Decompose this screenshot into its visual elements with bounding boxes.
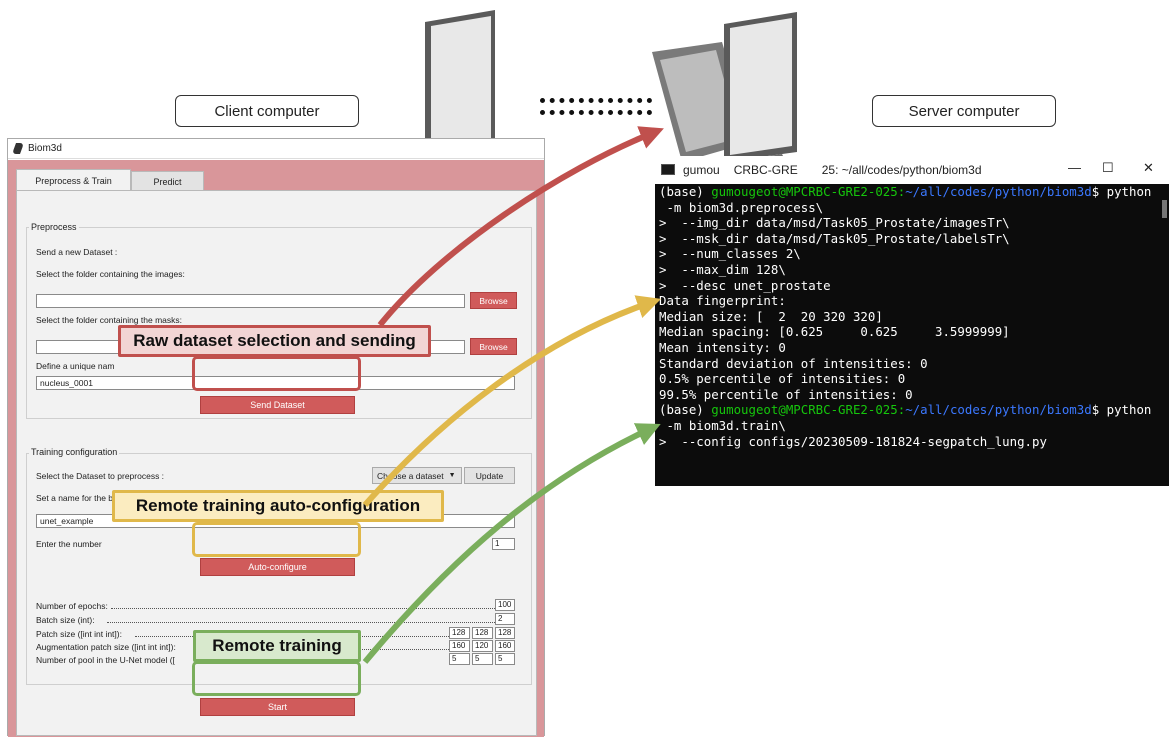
epochs-label: Number of epochs: <box>36 601 108 611</box>
patch-size-z[interactable]: 128 <box>495 627 515 639</box>
auto-configure-frame <box>192 522 361 557</box>
terminal-title-mid: CRBC-GRE <box>733 163 798 177</box>
number-input[interactable]: 1 <box>492 538 515 550</box>
prompt-1: (base) gumougeot@MPCRBC-GRE2-025:~/all/c… <box>659 184 1151 199</box>
client-computer-label: Client computer <box>175 95 359 127</box>
pool-z[interactable]: 5 <box>495 653 515 665</box>
tab-preprocess-train[interactable]: Preprocess & Train <box>16 169 131 191</box>
prompt-1-env: (base) <box>659 184 712 199</box>
network-connection-line-2 <box>540 110 652 115</box>
prompt-2-cmd: $ python <box>1091 402 1152 418</box>
terminal-window: gumou CRBC-GRE 25: ~/all/codes/python/bi… <box>655 156 1169 486</box>
terminal-line: > --config configs/20230509-181824-segpa… <box>659 433 1047 449</box>
terminal-title-left: gumou <box>683 163 720 177</box>
send-dataset-frame <box>192 356 361 391</box>
terminal-line: Median spacing: [0.625 0.625 3.5999999] <box>659 324 1010 340</box>
prompt-1-cmd: $ python <box>1091 184 1152 199</box>
browse-images-button[interactable]: Browse <box>470 292 517 309</box>
epochs-input[interactable]: 100 <box>495 599 515 611</box>
batch-size-leader <box>107 622 495 623</box>
update-button[interactable]: Update <box>464 467 515 484</box>
prompt-1-host: MPCRBC-GRE2-025: <box>785 184 906 199</box>
tab-predict[interactable]: Predict <box>131 171 204 191</box>
terminal-line: > --desc unet_prostate <box>659 277 831 293</box>
terminal-icon <box>661 164 675 175</box>
pool-x[interactable]: 5 <box>449 653 470 665</box>
start-button[interactable]: Start <box>200 698 355 716</box>
terminal-line: Standard deviation of intensities: 0 <box>659 355 928 371</box>
auto-configure-button[interactable]: Auto-configure <box>200 558 355 576</box>
minimize-icon[interactable]: — <box>1068 160 1081 175</box>
terminal-line: > --num_classes 2\ <box>659 246 801 262</box>
pool-y[interactable]: 5 <box>472 653 493 665</box>
window-title: Biom3d <box>28 143 62 154</box>
feather-icon <box>11 143 25 154</box>
terminal-line: -m biom3d.preprocess\ <box>659 199 824 215</box>
aug-patch-label: Augmentation patch size ([int int int]): <box>36 642 176 652</box>
terminal-line: Mean intensity: 0 <box>659 339 786 355</box>
prompt-2-user: gumougeot@ <box>711 402 786 418</box>
terminal-line: > --max_dim 128\ <box>659 261 786 277</box>
preprocess-group-title: Preprocess <box>29 222 79 232</box>
terminal-scrollbar[interactable] <box>1162 200 1167 218</box>
network-connection-line <box>540 98 652 103</box>
chevron-down-icon: ▼ <box>448 472 456 479</box>
terminal-line: Data fingerprint: <box>659 293 786 309</box>
prompt-2-env: (base) <box>659 402 712 418</box>
patch-size-y[interactable]: 128 <box>472 627 493 639</box>
auto-config-callout: Remote training auto-configuration <box>112 490 444 522</box>
terminal-line: Median size: [ 2 20 320 320] <box>659 308 883 324</box>
epochs-leader <box>111 608 495 609</box>
terminal-output: (base) gumougeot@MPCRBC-GRE2-025:~/all/c… <box>659 184 1151 449</box>
batch-size-label: Batch size (int): <box>36 615 95 625</box>
dataset-select[interactable]: Choose a dataset ▼ <box>372 467 462 484</box>
send-dataset-button[interactable]: Send Dataset <box>200 396 355 414</box>
patch-size-x[interactable]: 128 <box>449 627 470 639</box>
start-frame <box>192 661 361 696</box>
dataset-select-value: Choose a dataset <box>377 470 444 481</box>
aug-patch-y[interactable]: 120 <box>472 640 493 652</box>
images-folder-input[interactable] <box>36 294 465 308</box>
terminal-line: -m biom3d.train\ <box>659 417 786 433</box>
close-icon[interactable]: ✕ <box>1143 160 1154 175</box>
prompt-2-path: ~/all/codes/python/biom3d <box>905 402 1092 418</box>
maximize-icon[interactable]: ☐ <box>1102 160 1114 175</box>
prompt-1-user: gumougeot@ <box>711 184 786 199</box>
pool-label: Number of pool in the U-Net model ([ <box>36 655 175 665</box>
select-dataset-label: Select the Dataset to preprocess : <box>36 471 165 481</box>
send-dataset-label: Send a new Dataset : <box>36 247 118 257</box>
aug-patch-z[interactable]: 160 <box>495 640 515 652</box>
terminal-line: > --msk_dir data/msd/Task05_Prostate/lab… <box>659 230 1010 246</box>
prompt-2-host: MPCRBC-GRE2-025: <box>785 402 906 418</box>
server-computer-label: Server computer <box>872 95 1056 127</box>
patch-size-label: Patch size ([int int int]): <box>36 629 122 639</box>
aug-patch-x[interactable]: 160 <box>449 640 470 652</box>
terminal-line: 0.5% percentile of intensities: 0 <box>659 371 906 387</box>
prompt-2: (base) gumougeot@MPCRBC-GRE2-025:~/all/c… <box>659 402 1151 417</box>
terminal-line: > --img_dir data/msd/Task05_Prostate/ima… <box>659 215 1010 231</box>
terminal-titlebar: gumou CRBC-GRE 25: ~/all/codes/python/bi… <box>655 156 1169 184</box>
prompt-1-path: ~/all/codes/python/biom3d <box>905 184 1092 199</box>
dataset-name-label: Define a unique nam <box>36 361 115 371</box>
images-folder-label: Select the folder containing the images: <box>36 269 185 279</box>
browse-masks-button[interactable]: Browse <box>470 338 517 355</box>
terminal-line: 99.5% percentile of intensities: 0 <box>659 386 913 402</box>
training-group-title: Training configuration <box>29 447 120 457</box>
raw-dataset-callout: Raw dataset selection and sending <box>118 325 431 357</box>
batch-size-input[interactable]: 2 <box>495 613 515 625</box>
window-titlebar: Biom3d <box>8 139 544 159</box>
server-computer-icon <box>652 12 804 199</box>
enter-number-label: Enter the number <box>36 539 102 549</box>
terminal-title-right: 25: ~/all/codes/python/biom3d <box>821 163 982 177</box>
masks-folder-label: Select the folder containing the masks: <box>36 315 182 325</box>
remote-training-callout: Remote training <box>193 630 361 662</box>
